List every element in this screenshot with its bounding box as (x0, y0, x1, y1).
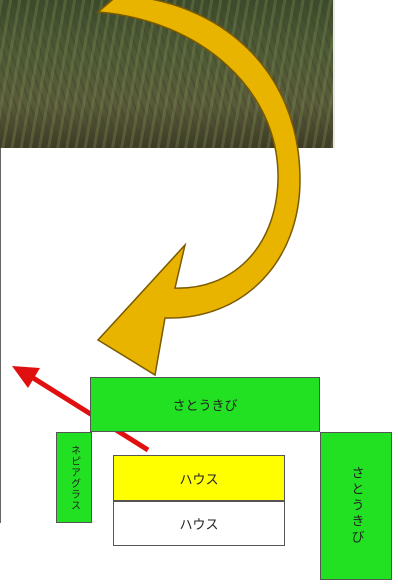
house-yellow-box: ハウス (113, 455, 285, 501)
border-line (0, 148, 1, 523)
napier-grass-box: ネピアグラス (56, 432, 92, 523)
sugarcane-top-box: さとうきび (90, 377, 320, 432)
sugarcane-right-box: さとうきび (320, 432, 392, 580)
red-arrow-head-icon (12, 366, 40, 388)
house-white-box: ハウス (113, 501, 285, 546)
red-arrow-shaft (28, 373, 150, 453)
curved-arrow-icon (96, 0, 301, 377)
